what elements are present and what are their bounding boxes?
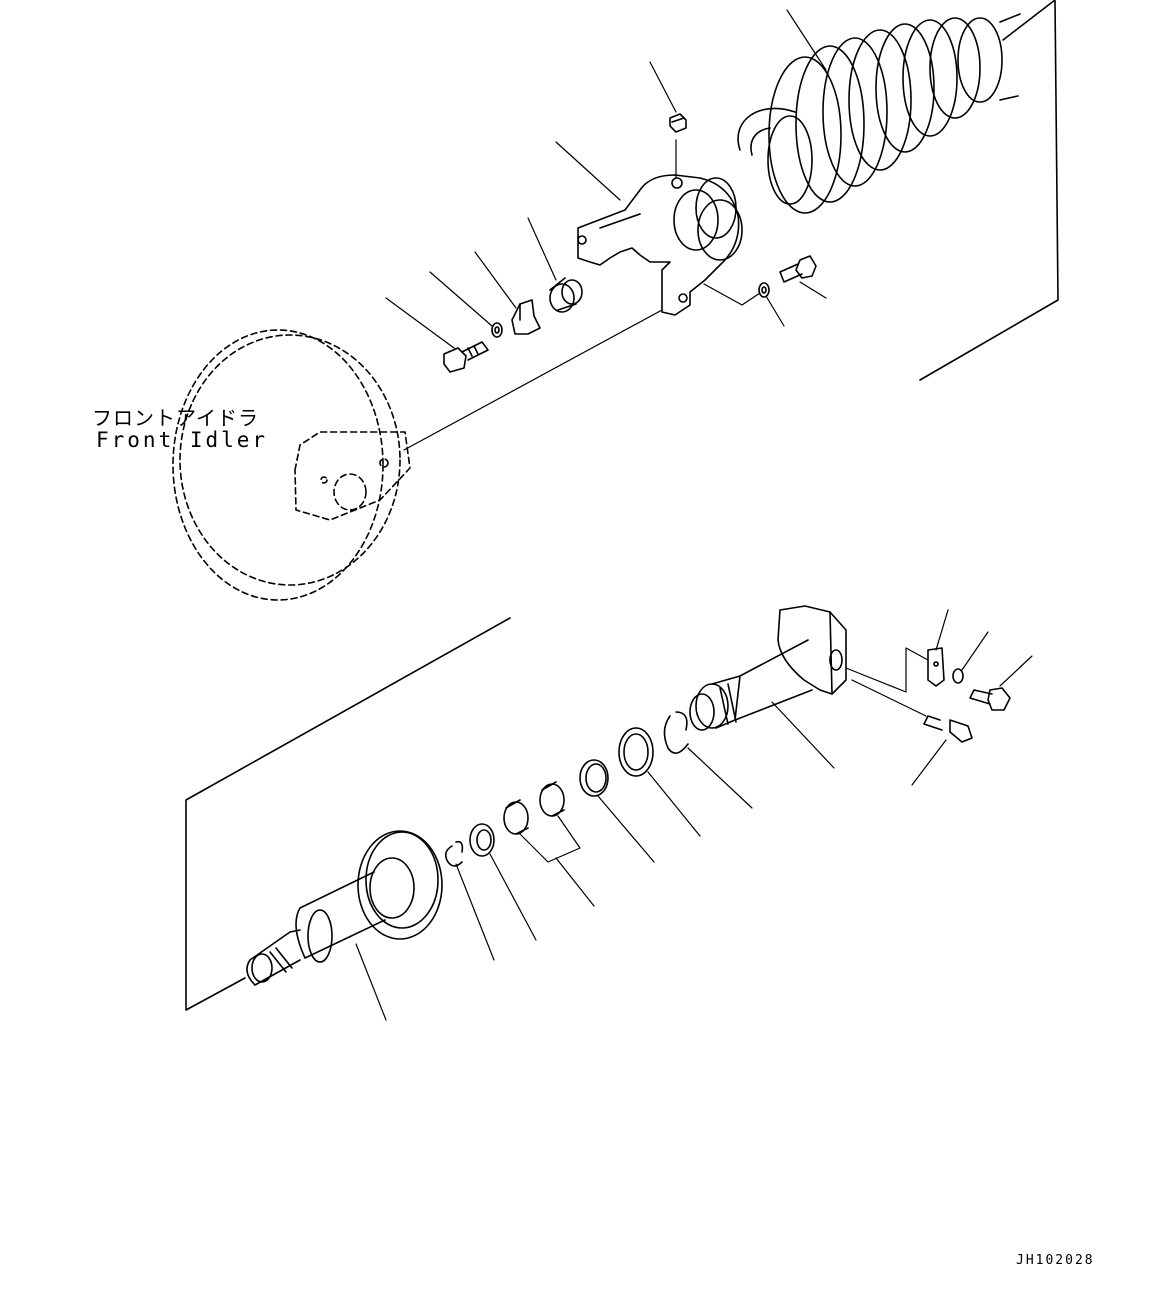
front-idler-wheel — [173, 330, 410, 600]
washer-lower — [953, 669, 963, 683]
yoke-bracket — [578, 175, 742, 315]
snap-ring-large — [664, 712, 688, 753]
bushing-2 — [540, 782, 564, 816]
bolt-right — [780, 256, 816, 282]
grease-fitting — [924, 716, 972, 742]
washer — [492, 323, 502, 337]
plug-fitting — [670, 114, 686, 132]
upper-leader-lines — [386, 10, 826, 450]
front-idler-label-jp: フロントアイドラ — [92, 406, 259, 430]
recoil-spring — [738, 14, 1020, 213]
idler-shaft — [247, 831, 442, 985]
seal-ring — [470, 824, 494, 856]
upper-assembly-frame — [920, 0, 1058, 380]
lower-leader-lines — [356, 610, 1032, 1020]
nut — [550, 278, 582, 312]
bushing-1 — [504, 800, 528, 834]
front-idler-label-en: Front Idler — [96, 428, 269, 452]
support-shaft — [690, 606, 846, 730]
bearing — [619, 728, 653, 776]
snap-ring — [446, 842, 463, 866]
lock-plate — [512, 300, 540, 334]
bolt-lower — [970, 688, 1010, 710]
drawing-code: JH102028 — [1016, 1253, 1095, 1268]
bushing-3 — [580, 760, 608, 796]
washer-right — [759, 283, 769, 297]
bolt — [444, 342, 488, 372]
lock-plate-right — [928, 648, 944, 686]
lower-assembly-frame — [186, 618, 510, 1010]
